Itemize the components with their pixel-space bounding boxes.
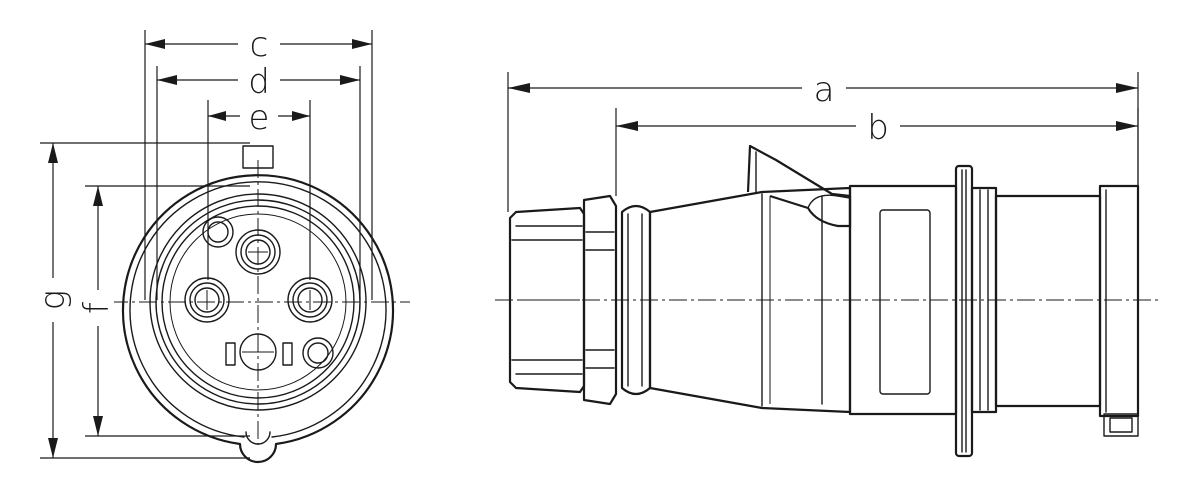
dimension-g: g [33, 142, 250, 459]
dimension-c: c [144, 25, 373, 300]
side-mounting-flange [954, 164, 974, 458]
front-key-lug [242, 145, 274, 169]
front-pilot-pin-lower [302, 337, 334, 369]
side-view: a b [495, 70, 1160, 458]
side-hex-collar [582, 194, 618, 406]
dimension-label-g: g [33, 290, 73, 310]
dimension-d: d [156, 62, 361, 300]
front-pin-top [235, 229, 281, 275]
front-pin-right [287, 277, 333, 323]
side-label-recess [879, 209, 931, 395]
side-plug-front [1098, 184, 1140, 437]
dimension-label-d: d [248, 62, 270, 102]
front-body-ring-inner [161, 205, 355, 399]
front-view: c d e g [33, 25, 410, 464]
side-plug-sleeve [994, 194, 1102, 408]
front-body-ring-middle [155, 199, 361, 405]
front-outer-flange-inner-edge [129, 181, 387, 438]
front-pin-left [184, 277, 230, 323]
dimension-e: e [207, 98, 311, 280]
front-face-ring [169, 213, 347, 391]
front-pin-earth [225, 333, 293, 371]
dimension-label-b: b [867, 108, 889, 148]
dimension-label-e: e [249, 98, 270, 138]
dimension-label-a: a [814, 70, 835, 110]
front-outer-flange [121, 174, 395, 464]
front-body-ring-outer [149, 193, 367, 411]
dimension-label-f: f [77, 302, 117, 314]
dimension-f: f [77, 185, 250, 437]
side-latch [746, 144, 852, 228]
dimension-b: b [615, 106, 1139, 196]
side-gland-nut [508, 206, 586, 394]
dimension-a: a [507, 70, 1139, 212]
dimension-label-c: c [250, 25, 269, 65]
